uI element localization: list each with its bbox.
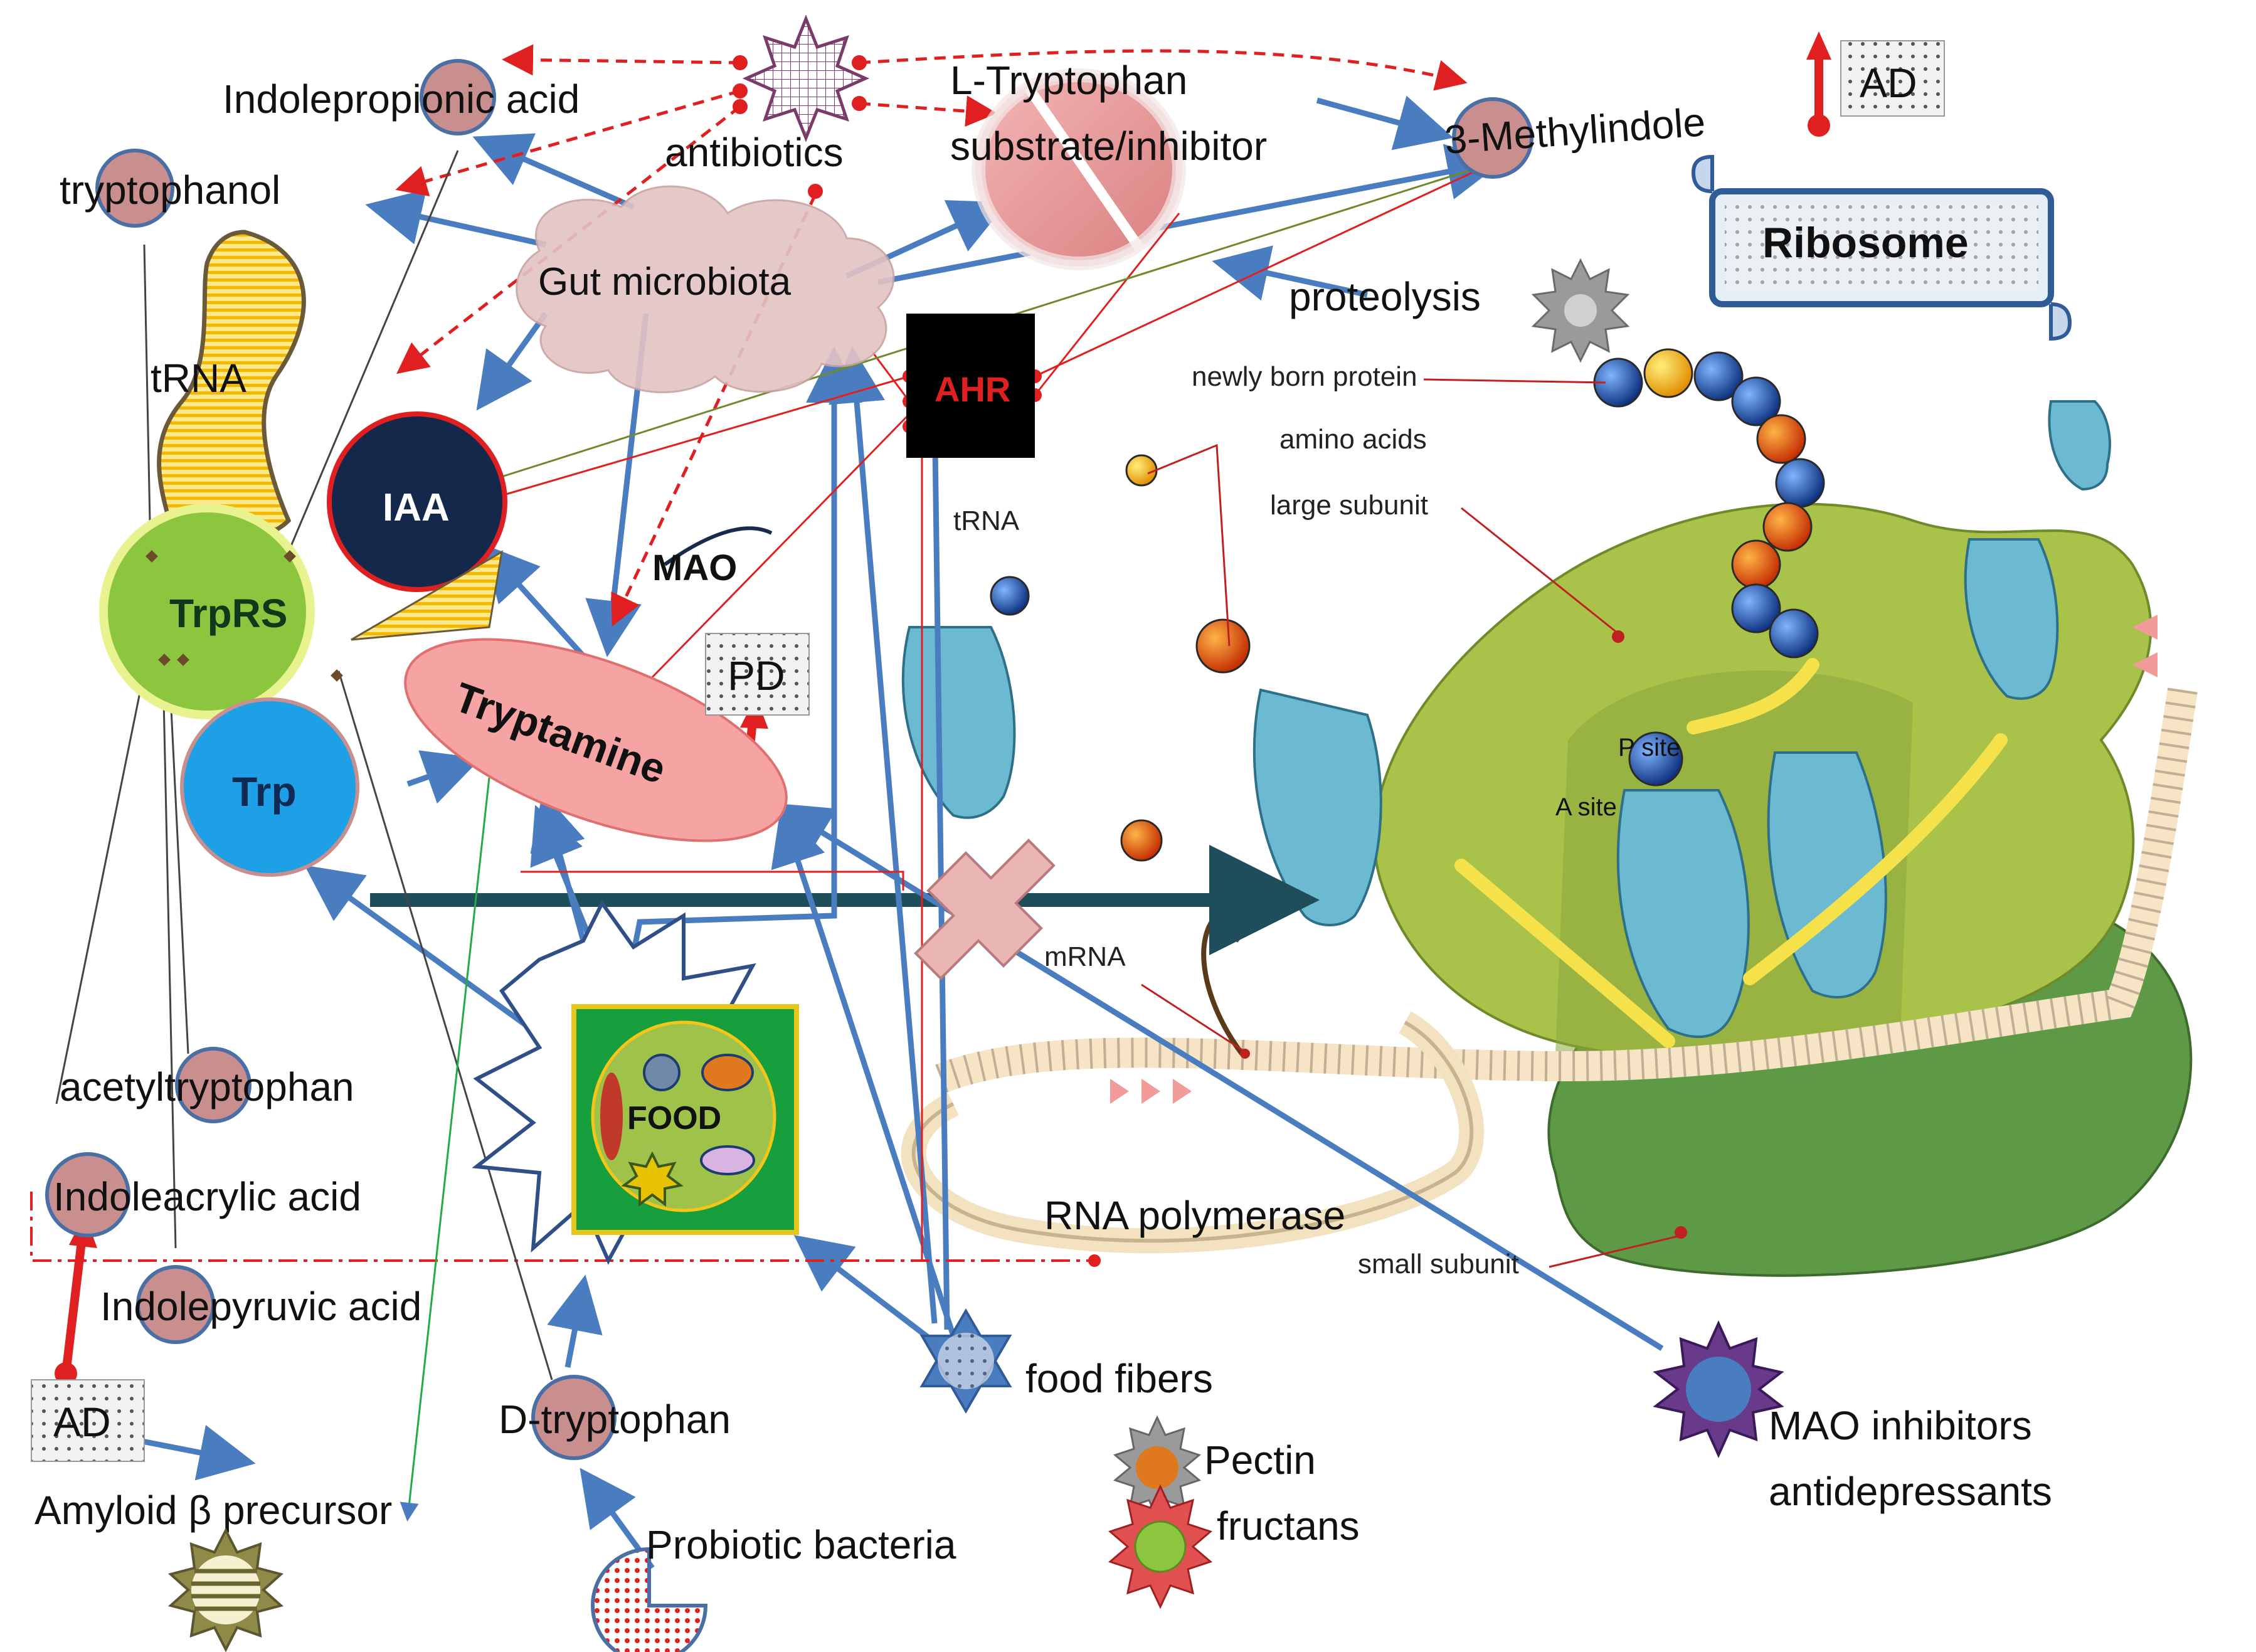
mrna-strand [935,687,2198,1093]
mao-inhibitors-starburst-icon[interactable] [1653,1320,1784,1458]
amyloid-green-line [400,777,490,1522]
trna-mid-label: tRNA [953,506,1020,536]
probiotic-bacteria-label: Probiotic bacteria [646,1522,956,1567]
methylindole-node[interactable] [1452,97,1533,179]
ad-bottom-box [31,1379,145,1462]
iaa-label: IAA [383,486,450,529]
antibiotics-label: antibiotics [665,130,844,175]
a-site-ball [1628,731,1683,786]
l-tryptophan-pill-icon [972,68,1186,270]
fructans-starburst-icon [1108,1484,1212,1609]
boundary-dot [1088,1254,1101,1267]
pd-label: PD [728,652,785,699]
indoleacrylic-acid-node[interactable] [45,1152,130,1237]
indolepyruvic-acid-node[interactable] [136,1265,215,1344]
ahr-box[interactable] [906,314,1035,458]
trna-left-label: tRNA [151,356,246,401]
trp-node[interactable] [180,697,359,877]
ribosome-label: Ribosome [1762,219,1969,267]
mrna-dot [1240,1049,1250,1059]
p-site-label: P site [1618,734,1680,761]
trprs-node[interactable] [99,504,315,719]
tryptophanol-label: tryptophanol [60,167,280,213]
trprs-binding-diamonds [146,550,343,682]
newly-born-protein-chain [1593,348,1825,659]
trprs-connection-lines [55,150,553,1380]
ad-top-box [1840,40,1945,117]
mao-arc-icon [664,526,773,566]
large-subunit-dot [1612,630,1624,643]
indolepyruvic-acid-label: Indolepyruvic acid [100,1284,421,1329]
trna-ball-orange [1120,819,1163,862]
d-tryptophan-node[interactable] [531,1375,617,1460]
gut-microbiota-cloud[interactable] [516,185,895,393]
mrna-label: mRNA [1044,941,1126,972]
ribosome-pointer-lines [1141,378,1681,1268]
newly-born-protein-label: newly born protein [1192,361,1417,392]
indolepropionic-acid-label: Indolepropionic acid [223,77,580,122]
pink-cross-inhibitor-icon [914,839,1056,980]
ahr-label: AHR [935,369,1010,409]
trp-label: Trp [232,768,297,815]
iaa-node[interactable] [327,411,507,641]
antibiotics-starburst-icon[interactable] [742,14,870,142]
rna-polymerase-label: RNA polymerase [1044,1193,1345,1238]
antidepressants-label: antidepressants [1769,1469,2052,1514]
trna-shapes [901,400,2111,1039]
acetyltryptophan-label: acetyltryptophan [60,1064,354,1109]
ribosome-illustration: P site A site [901,348,2198,1277]
gut-microbiota-label: Gut microbiota [538,260,792,304]
mao-inhibitors-label: MAO inhibitors [1769,1403,2032,1448]
trna-ball [990,576,1030,616]
indolepropionic-acid-node[interactable] [420,59,496,135]
l-tryptophan-label: L-Tryptophan [950,58,1187,103]
pectin-starburst-icon [1113,1415,1202,1520]
amyloid-striped-starburst-icon [167,1527,284,1652]
proteolysis-label: proteolysis [1289,274,1481,319]
tryptamine-node[interactable] [381,598,812,882]
translocation-arrows [1454,658,2008,1048]
amino-acid-ball [1195,618,1251,674]
a-site-label: A site [1555,793,1617,821]
proteolysis-gear-icon [1531,258,1630,363]
food-fibers-label: food fibers [1025,1356,1213,1401]
ribosome-scroll-banner-icon [1691,154,2072,341]
tryptophanol-node[interactable] [95,149,174,228]
probiotic-pie-icon[interactable] [591,1547,708,1652]
small-subunit-label: small subunit [1358,1249,1519,1279]
food-label: FOOD [627,1100,721,1136]
large-subunit-label: large subunit [1270,490,1428,521]
ad-top-label: AD [1860,60,1917,106]
d-tryptophan-label: D-tryptophan [499,1397,731,1442]
food-node[interactable] [472,899,799,1265]
substrate-inhibitor-label: substrate/inhibitor [950,124,1267,169]
ad-bottom-arrow [55,1214,97,1385]
mao-label: MAO [652,548,737,588]
small-subunit-dot [1675,1226,1687,1239]
amino-acid-ball-small [1125,454,1158,487]
ahr-connection-lines [501,162,1493,1261]
pd-box [705,633,810,716]
polymerase-strand [1201,906,1247,1056]
antibiotics-dots [733,55,867,199]
food-fibers-hexagram-icon[interactable] [919,1308,1012,1414]
indoleacrylic-acid-label: Indoleacrylic acid [53,1174,361,1219]
pectin-label: Pectin [1204,1438,1316,1483]
amino-acids-label: amino acids [1279,424,1427,455]
ad-top-arrow [1806,31,1831,137]
fructans-label: fructans [1217,1503,1360,1549]
mrna-direction-triangles [1110,615,2158,1104]
amyloid-label: Amyloid β precursor [34,1488,392,1533]
trprs-label: TrpRS [169,591,287,636]
boundary-dashdot-line [30,1192,1098,1262]
acetyltryptophan-node[interactable] [175,1047,252,1123]
ad-bottom-label: AD [53,1399,111,1445]
